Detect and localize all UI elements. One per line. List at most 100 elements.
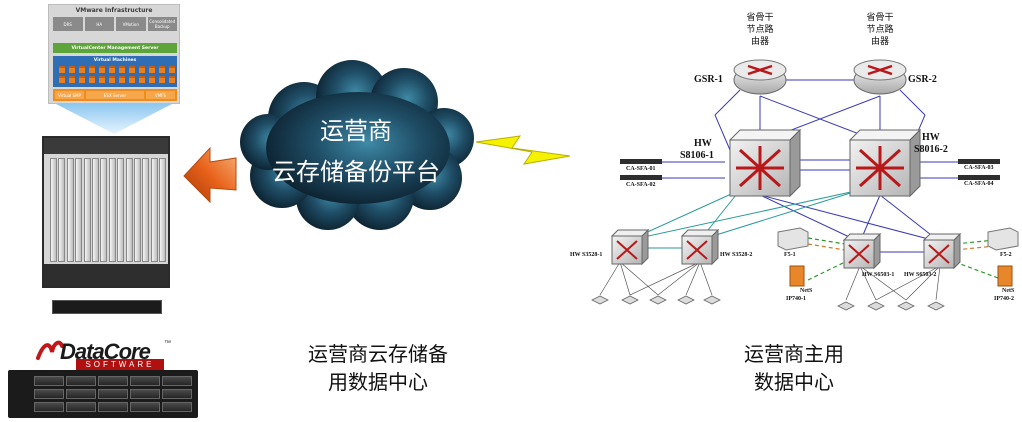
drive-bay [98,376,128,386]
chassis-top-panel [44,138,168,154]
f5-2-label: F5-2 [1000,252,1012,258]
funnel-arrow-icon [56,104,172,134]
cloud-storage-platform-icon [240,60,474,230]
drive-bay [162,402,192,412]
gsr2-label: GSR-2 [908,74,937,85]
hw-s8106-1-switch-icon [728,128,802,198]
ca-sfa-03-label: CA-SFA-03 [964,165,994,171]
host-device-icon [649,295,667,305]
core-right-line3: 由器 [870,37,889,47]
backup-caption-line2: 用数据中心 [328,370,428,394]
gsr1-label: GSR-1 [694,74,723,85]
cloud-title-line1: 运营商 [320,117,392,145]
drive-bay [130,402,160,412]
ip740-2-label-a: NetS [1002,288,1015,294]
vm-cell [109,66,115,73]
vm-cell [79,66,85,73]
vm-cell [119,76,125,83]
blade [150,158,158,262]
core-router-right-label: 省骨干 节点路 由器 [855,12,905,48]
chassis-bottom-panel [44,264,168,286]
blade [92,158,99,262]
vm-cell [169,66,175,73]
access-links [629,189,861,249]
host-device-icon [927,301,945,311]
hw-s6503-2-switch-icon [922,232,962,270]
blade-server-chassis [42,136,170,288]
drive-bay [98,402,128,412]
core-left-line2: 节点路 [746,25,774,35]
datacore-tm: ™ [164,340,171,347]
vmware-esx-bar: Virtual SMP ESX Server VMFS [53,89,177,101]
vmware-vcenter-bar: VirtualCenter Management Server [53,43,177,53]
vm-cell [59,76,65,83]
vm-cell [69,76,75,83]
hw-s3528-1-switch-icon [610,228,650,266]
blade [100,158,108,262]
drive-bay [66,402,96,412]
orange-arrow-icon [183,146,237,204]
host-links [599,261,941,301]
ca-sfa-02-label: CA-SFA-02 [626,182,656,188]
blade [134,158,141,262]
hw-s8016-2-switch-icon [848,128,922,198]
hw-s6503-2-label: HW S6503-2 [904,272,937,278]
vmware-esx-vmfs: VMFS [146,91,175,99]
vm-cell [69,66,75,73]
drive-bay [66,389,96,399]
hw-s6503-1-label: HW S6503-1 [862,272,895,278]
vm-cell [129,66,135,73]
ip740-1-firewall-icon [789,265,805,287]
ip740-2-label-b: IP740-2 [994,296,1014,302]
vm-cell [159,66,165,73]
vm-cell [119,66,125,73]
ca-sfa-04-label: CA-SFA-04 [964,181,994,187]
lightning-bolt-icon [475,135,571,165]
blade [159,158,167,262]
vm-cell [59,66,65,73]
vm-cell [169,76,175,83]
host-device-icon [591,295,609,305]
backup-caption-line1: 运营商云存储备 [308,342,448,366]
blade [50,158,57,262]
core-left-line3: 由器 [750,37,769,47]
hw2-label-line2: S8016-2 [914,144,948,155]
lb-links [807,237,999,281]
datacore-storage-server [8,370,198,418]
f5-1-label: F5-1 [784,252,796,258]
ca-sfa-devices [620,159,1000,180]
vmware-box-backup: Consolidated Backup [147,17,177,31]
drive-bay [130,376,160,386]
vmware-box-vmotion: VMotion [116,17,146,31]
blade [58,158,66,262]
vm-cell [89,66,95,73]
host-device-icon [837,301,855,311]
drive-bay [66,376,96,386]
gsr2-router-icon [853,59,907,95]
hw2-label-line1: HW [922,132,940,143]
vmware-vms-label: Virtual Machines [93,58,137,63]
drive-bay [98,389,128,399]
vm-cell [99,66,105,73]
core-right-line2: 节点路 [866,25,894,35]
host-device-icon [897,301,915,311]
primary-datacenter-caption: 运营商主用 数据中心 [644,340,944,396]
ip740-1-label-b: IP740-1 [786,296,806,302]
ca-sfa-01-label: CA-SFA-01 [626,166,656,172]
ip740-1-label-a: NetS [800,288,813,294]
drive-bay [162,376,192,386]
vmware-title: VMware Infrastructure [75,7,153,14]
vm-cell [139,76,145,83]
host-device-icon [621,295,639,305]
gsr1-router-icon [733,59,787,95]
blade [125,158,133,262]
cloud-title-line2: 云存储备份平台 [272,158,440,186]
vm-cell [159,76,165,83]
blade [117,158,125,262]
vm-cell [109,76,115,83]
ip740-2-firewall-icon [997,265,1013,287]
vm-cell [79,76,85,83]
hw-s6503-1-switch-icon [842,232,882,270]
f5-2-device-icon [987,227,1019,251]
